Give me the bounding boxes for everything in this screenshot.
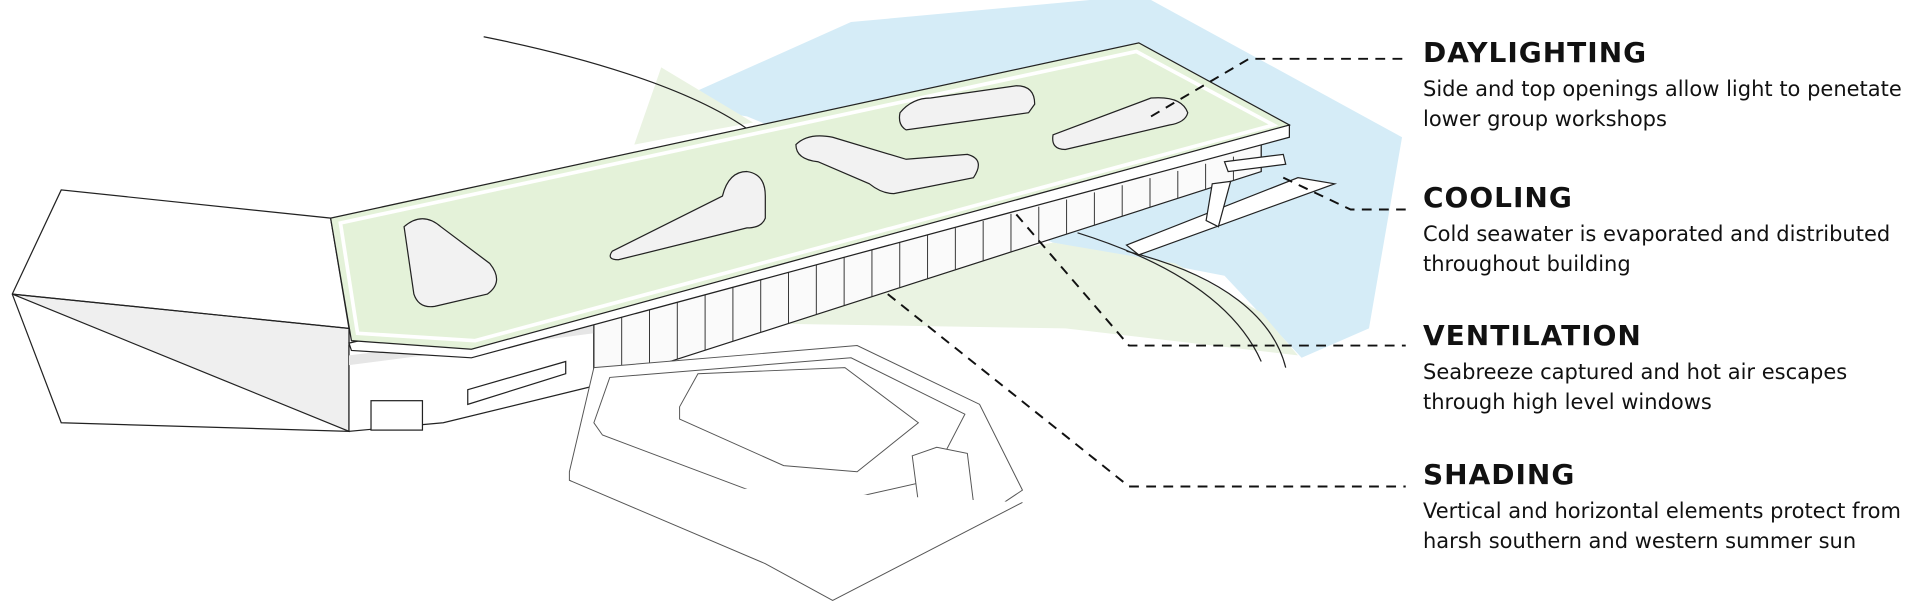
leader-daylighting bbox=[1150, 57, 1406, 118]
annotation-text: Side and top openings allow light to pen… bbox=[1423, 77, 1902, 131]
fort-outline bbox=[568, 345, 1024, 601]
leader-cooling bbox=[1282, 176, 1406, 211]
green-roof bbox=[329, 42, 1292, 350]
annotation-shading: SHADING Vertical and horizontal elements… bbox=[1423, 458, 1920, 556]
leader-ventilation bbox=[1015, 213, 1406, 347]
lower-deck bbox=[1125, 177, 1338, 256]
annotation-daylighting: DAYLIGHTING Side and top openings allow … bbox=[1423, 36, 1920, 134]
annotation-title: VENTILATION bbox=[1423, 319, 1642, 352]
leader-lines bbox=[887, 57, 1406, 488]
skylights bbox=[403, 85, 1189, 308]
annotation-title: COOLING bbox=[1423, 181, 1573, 214]
annotation-text: Vertical and horizontal elements protect… bbox=[1423, 499, 1901, 553]
annotation-cooling: COOLING Cold seawater is evaporated and … bbox=[1423, 181, 1920, 279]
annotation-text: Cold seawater is evaporated and distribu… bbox=[1423, 222, 1891, 276]
coastline bbox=[483, 36, 748, 130]
land-area-lower bbox=[612, 242, 1298, 356]
annotation-title: DAYLIGHTING bbox=[1423, 36, 1648, 69]
annotation-title: SHADING bbox=[1423, 458, 1576, 491]
coastline-lower bbox=[1126, 250, 1287, 368]
annotation-ventilation: VENTILATION Seabreeze captured and hot a… bbox=[1423, 319, 1920, 417]
